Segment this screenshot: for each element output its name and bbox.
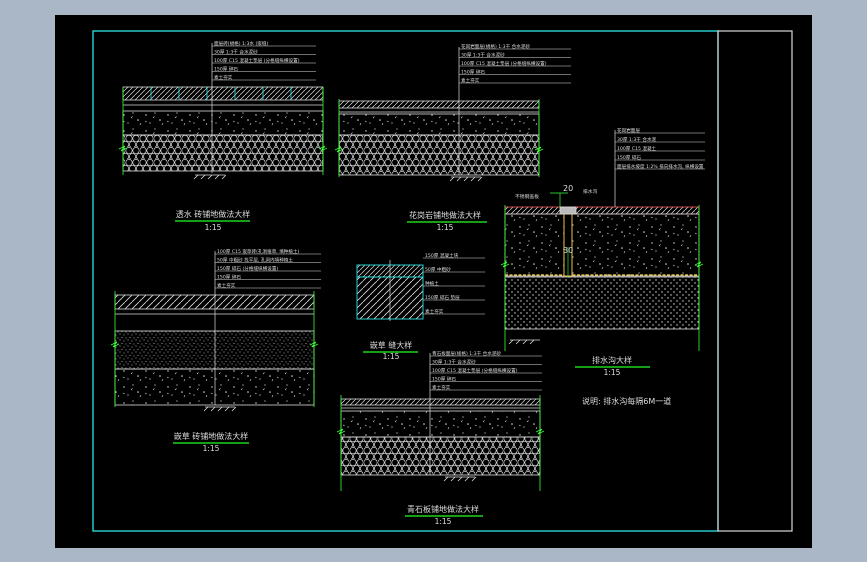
layer-label: 100厚 C15 混凝土垫层 (分格缝纵横设置) [214, 57, 300, 64]
layer-label: 30厚 1:3干 合水泥砂 [432, 358, 476, 365]
layer-label: 100厚 C15 混凝土 [617, 145, 657, 152]
detail-title: 花岗岩铺地做法大样 [409, 210, 481, 220]
detail-scale: 1:15 [383, 352, 400, 361]
layer-label: 150厚 碎石 [617, 154, 641, 161]
layer-label: 素土夯实 [425, 308, 444, 315]
layer-label: 30厚 1:3干 合水泥砂 [461, 51, 505, 58]
detail-scale: 1:15 [437, 223, 454, 232]
layer-label: 素土夯实 [214, 74, 233, 81]
layer-label: 150厚 碎石 垫层 [425, 294, 460, 301]
layer-label: 150厚 碎石 (分格缝纵横设置) [217, 265, 278, 272]
layer-label: 100厚 C15 混凝土垫层 (分格缝纵横设置) [432, 367, 518, 374]
layer-label: 面层排水坡度 1:2% 排向排水沟, 纵横设置 [617, 163, 704, 170]
layer-label: 种植土 [425, 280, 439, 287]
detail-scale: 1:15 [205, 223, 222, 232]
layer-label: 50厚 中粗砂 找平层, 孔洞内填种植土 [217, 256, 293, 263]
layer-label: 150厚 碎石 [214, 65, 238, 72]
detail-title: 嵌草 砖铺地做法大样 [174, 431, 249, 441]
layer-label: 30厚 1:3干 合水泥 [617, 136, 657, 143]
layer-label: 面层砖(規格) 1:3水 (嵌缝) [214, 40, 268, 47]
layer-label: 100厚 C15 混凝土垫层 (分格缝纵横设置) [461, 60, 547, 67]
layer-label: 150厚 碎石 [217, 273, 241, 280]
layer-label: 素土夯实 [461, 77, 480, 84]
layer-label: 150厚 碎石 [432, 375, 456, 382]
dim-20: 20 [563, 184, 573, 193]
layer-label: 花岗岩面层 [617, 127, 640, 134]
detail-scale: 1:15 [203, 444, 220, 453]
layer-label: 素土夯实 [217, 282, 236, 289]
layer-label: 100厚 C15 嵌草砖(孔洞植草, 填种植土) [217, 248, 300, 255]
general-note: 说明: 排水沟每隔6M一道 [582, 396, 671, 406]
layer-label: 150厚 碎石 [461, 68, 485, 75]
layer-label: 素土夯实 [432, 384, 451, 391]
detail-permeable-brick: 面层砖(規格) 1:3水 (嵌缝)30厚 1:3干 合水泥砂 100厚 C15 混… [118, 40, 328, 232]
detail-grass-brick: 100厚 C15 嵌草砖(孔洞植草, 填种植土)50厚 中粗砂 找平层, 孔洞内… [110, 248, 321, 453]
layer-label: 花岗岩面层(規格) 1:3干 合水泥砂 [461, 43, 530, 50]
layer-label: 青石板面层(规格) 1:3干 合水泥砂 [432, 350, 501, 357]
detail-title: 透水 砖铺地做法大样 [176, 209, 251, 219]
detail-title: 排水沟大样 [592, 355, 632, 365]
layer-label: 30厚 1:3干 合水泥砂 [214, 48, 258, 55]
detail-scale: 1:15 [435, 517, 452, 526]
detail-title: 嵌草 缝大样 [370, 340, 413, 350]
detail-scale: 1:15 [604, 368, 621, 377]
detail-title: 青石板铺地做法大样 [407, 504, 479, 514]
layer-label: 150厚 混凝土块 [425, 252, 459, 259]
note-drain: 排水沟 [583, 188, 598, 195]
layer-label: 50厚 中粗砂 [425, 266, 451, 273]
title-block [717, 30, 793, 532]
note-cover: 不锈钢盖板 [515, 193, 539, 200]
